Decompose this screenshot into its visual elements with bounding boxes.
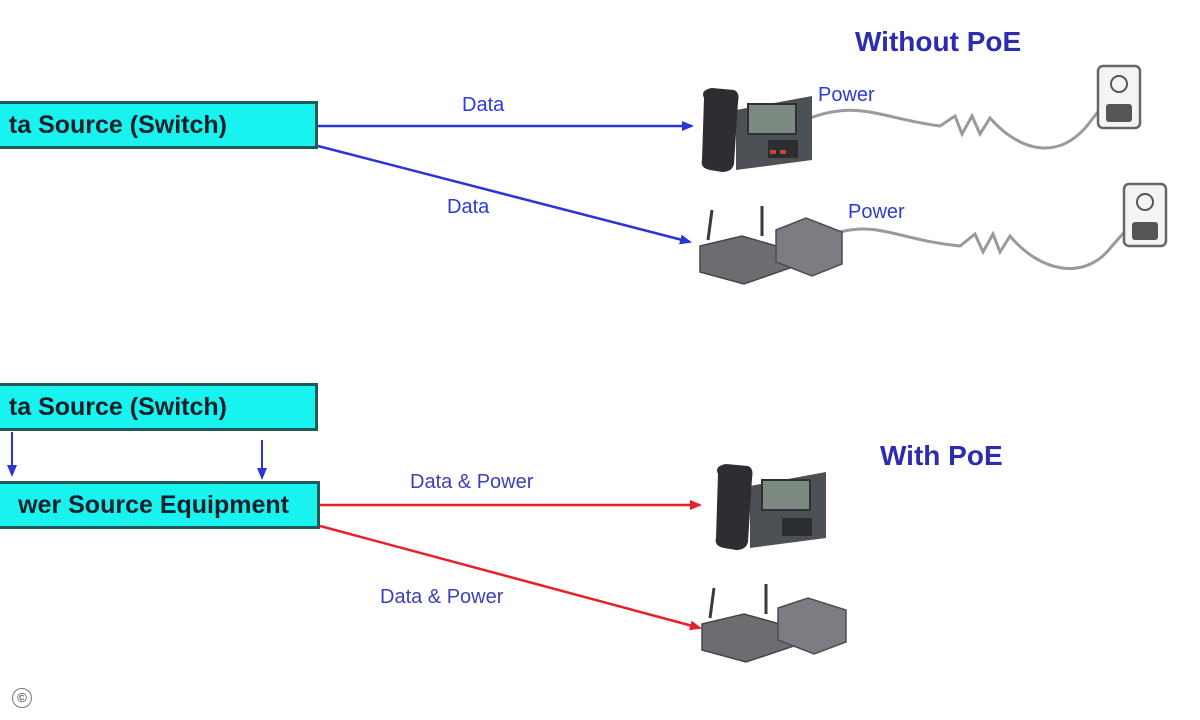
data-label: Data xyxy=(447,196,490,218)
data-source-switch-box: ta Source (Switch) xyxy=(0,383,318,431)
access-point-icon xyxy=(699,206,843,285)
data-and-power-label: Data & Power xyxy=(410,471,534,493)
copyright-icon: © xyxy=(12,688,32,708)
power-source-equipment-label: wer Source Equipment xyxy=(18,491,289,519)
power-cord-ap xyxy=(839,227,1130,270)
with-poe-title: With PoE xyxy=(880,440,1003,471)
power-source-equipment-box: wer Source Equipment xyxy=(0,481,320,529)
data-line-to-ap xyxy=(317,144,692,245)
data-source-switch-label: ta Source (Switch) xyxy=(8,111,227,139)
power-cord-phone xyxy=(809,103,1106,150)
data-label: Data xyxy=(462,94,505,116)
data-and-power-label: Data & Power xyxy=(380,586,504,608)
power-label: Power xyxy=(848,201,905,223)
wall-outlet-icon xyxy=(1096,64,1142,130)
data-source-switch-label: ta Source (Switch) xyxy=(8,393,227,421)
poe-line-to-ap xyxy=(319,524,702,631)
power-label: Power xyxy=(818,84,875,106)
ip-phone-icon xyxy=(715,464,826,550)
ip-phone-icon xyxy=(701,88,812,172)
wall-outlet-icon xyxy=(1122,182,1168,248)
without-poe-title: Without PoE xyxy=(855,26,1022,57)
access-point-icon xyxy=(701,584,847,663)
data-source-switch-box: ta Source (Switch) xyxy=(0,101,318,149)
